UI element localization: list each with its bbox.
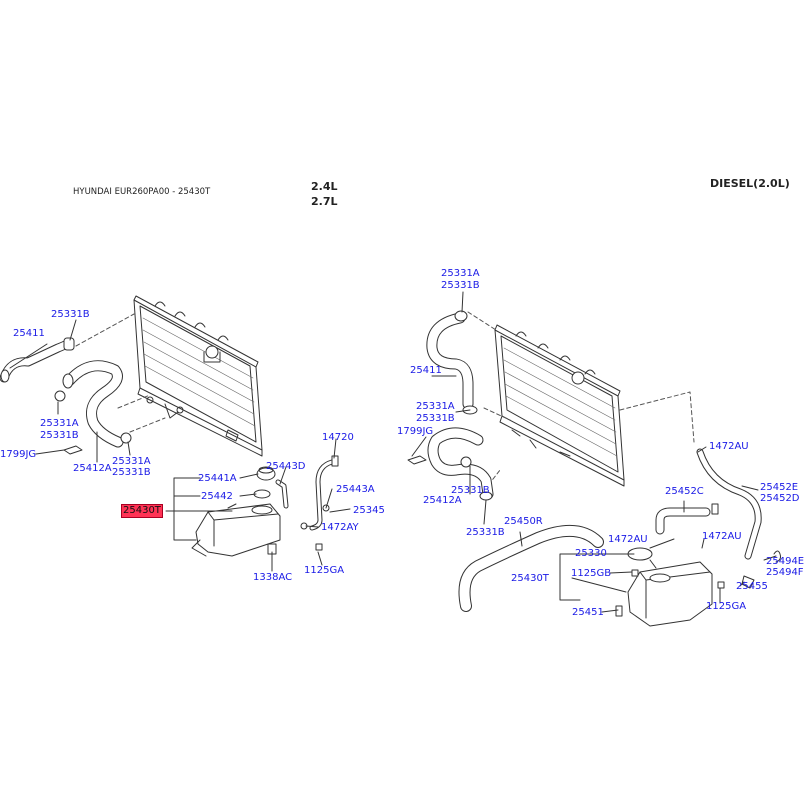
part-link-25452e[interactable]: 25452E (760, 482, 799, 493)
part-link-25443d[interactable]: 25443D (266, 461, 306, 472)
part-link-25452c[interactable]: 25452C (665, 486, 704, 497)
part-link-14720[interactable]: 14720 (322, 432, 354, 443)
part-link-25411[interactable]: 25411 (13, 328, 45, 339)
part-link-1125gb[interactable]: 1125GB (571, 568, 612, 579)
part-link-25450r[interactable]: 25450R (504, 516, 543, 527)
part-link-1472au[interactable]: 1472AU (702, 531, 742, 542)
part-link-25411[interactable]: 25411 (410, 365, 442, 376)
part-link-25430t[interactable]: 25430T (511, 573, 549, 584)
part-link-25330[interactable]: 25330 (575, 548, 607, 559)
part-link-25331b[interactable]: 25331B (40, 430, 79, 441)
upper-hose-right (426, 310, 478, 415)
engine-label-2-4l: 2.4L (311, 180, 338, 193)
part-link-25331b[interactable]: 25331B (112, 467, 151, 478)
part-link-25331a[interactable]: 25331A (112, 456, 151, 467)
part-link-25331a[interactable]: 25331A (40, 418, 79, 429)
part-link-25331b[interactable]: 25331B (451, 485, 490, 496)
part-link-25331a[interactable]: 25331A (441, 268, 480, 279)
part-link-25345[interactable]: 25345 (353, 505, 385, 516)
part-link-25442[interactable]: 25442 (201, 491, 233, 502)
part-link-25455[interactable]: 25455 (736, 581, 768, 592)
part-link-25331b[interactable]: 25331B (466, 527, 505, 538)
part-link-25441a[interactable]: 25441A (198, 473, 237, 484)
part-link-25331a[interactable]: 25331A (416, 401, 455, 412)
radiator-right (494, 324, 625, 487)
part-link-1472ay[interactable]: 1472AY (321, 522, 359, 533)
part-link-25494e[interactable]: 25494E (766, 556, 804, 567)
part-link-25430t-highlighted[interactable]: 25430T (121, 504, 163, 518)
engine-label-diesel: DIESEL(2.0L) (710, 177, 790, 190)
part-link-1125ga[interactable]: 1125GA (706, 601, 747, 612)
part-link-25412a[interactable]: 25412A (73, 463, 112, 474)
reservoir-tank-right (627, 561, 713, 627)
part-link-25452d[interactable]: 25452D (760, 493, 800, 504)
part-link-25331b[interactable]: 25331B (441, 280, 480, 291)
part-link-25412a[interactable]: 25412A (423, 495, 462, 506)
part-link-1472au[interactable]: 1472AU (709, 441, 749, 452)
lower-hose-left (54, 360, 132, 448)
part-link-1472au[interactable]: 1472AU (608, 534, 648, 545)
part-link-25331b[interactable]: 25331B (416, 413, 455, 424)
part-link-1338ac[interactable]: 1338AC (253, 572, 293, 583)
part-link-1125ga[interactable]: 1125GA (304, 565, 345, 576)
part-link-25494f[interactable]: 25494F (766, 567, 804, 578)
reservoir-tank-left (191, 503, 281, 557)
part-link-25331b[interactable]: 25331B (51, 309, 90, 320)
part-link-1799jg[interactable]: 1799JG (0, 449, 37, 460)
radiator-left (133, 295, 263, 457)
engine-label-2-7l: 2.7L (311, 195, 338, 208)
upper-hose-left (0, 337, 75, 383)
diagram-caption: HYUNDAI EUR260PA00 - 25430T (73, 187, 211, 197)
part-link-1799jg[interactable]: 1799JG (397, 426, 434, 437)
part-link-25443a[interactable]: 25443A (336, 484, 375, 495)
part-link-25451[interactable]: 25451 (572, 607, 604, 618)
